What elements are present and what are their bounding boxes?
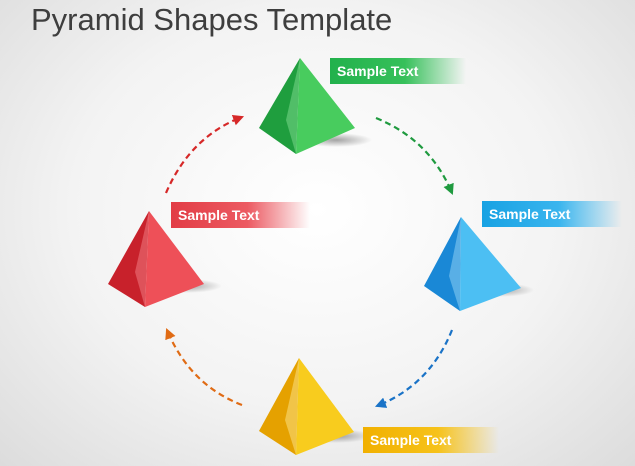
label-yellow: Sample Text [363,427,499,453]
arrow-green-to-blue [375,116,454,196]
label-red: Sample Text [171,202,310,228]
arrow-red-to-green [164,115,245,194]
label-green: Sample Text [330,58,466,84]
pyramid-green [259,58,372,154]
pyramid-yellow [259,358,372,455]
label-blue: Sample Text [482,201,622,227]
pyramid-blue [424,217,534,311]
page-title: Pyramid Shapes Template [31,2,393,37]
arrow-yellow-to-red [165,327,243,407]
pyramid-red [108,211,222,307]
arrow-blue-to-yellow [374,329,454,408]
